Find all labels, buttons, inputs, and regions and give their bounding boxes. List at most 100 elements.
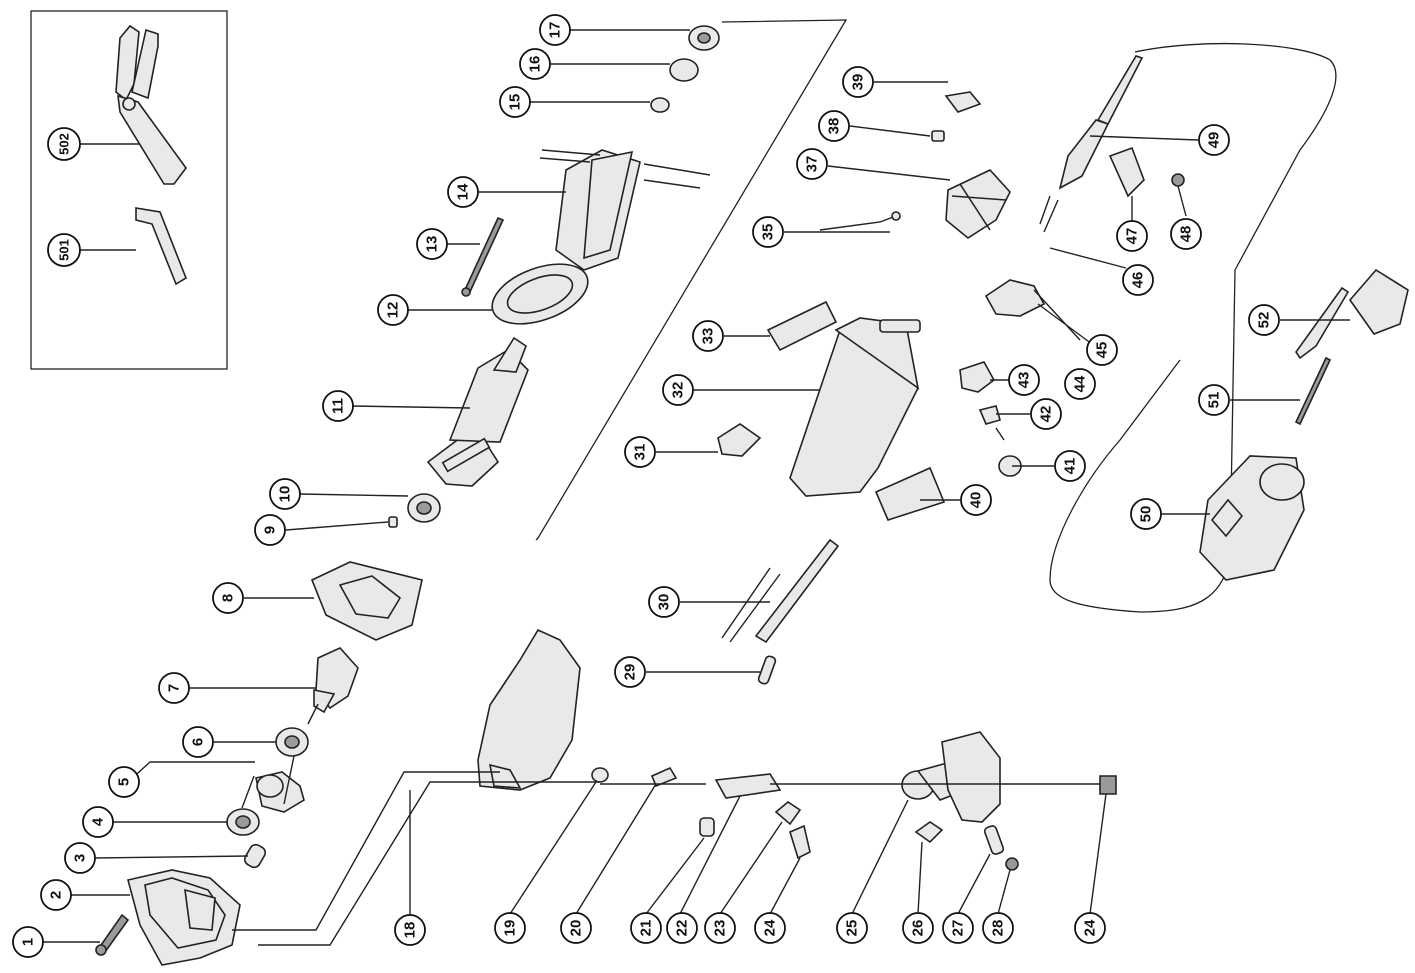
- callout-27: 27: [942, 912, 974, 944]
- callout-50: 50: [1130, 498, 1162, 530]
- callout-47: 47: [1116, 220, 1148, 252]
- cord-armor: [1039, 55, 1144, 233]
- switch-rod: [721, 538, 840, 644]
- callout-14: 14: [447, 176, 479, 208]
- wheel-guard: [477, 628, 581, 791]
- carbon-brush: [931, 130, 945, 142]
- callout-16: 16: [519, 48, 551, 80]
- depth-screw: [1099, 775, 1117, 795]
- stator: [539, 149, 711, 271]
- baffle-plate: [491, 263, 589, 325]
- callout-20: 20: [560, 912, 592, 944]
- clamp-nut: [774, 801, 802, 826]
- name-plate: [766, 300, 838, 352]
- ball-bearing-lower: [275, 727, 309, 757]
- callout-5: 5: [108, 766, 140, 798]
- tapping-screw: [1294, 356, 1332, 426]
- callout-17: 17: [539, 14, 571, 46]
- woodruff-key: [388, 516, 398, 528]
- svg-text:37: 37: [804, 156, 821, 173]
- base-clamp: [714, 773, 782, 799]
- svg-text:9: 9: [262, 526, 279, 534]
- svg-text:5: 5: [116, 778, 133, 786]
- callout-26: 26: [902, 912, 934, 944]
- cord-clip-screw: [1171, 173, 1185, 187]
- outer-flange: [941, 731, 1001, 823]
- callout-21: 21: [630, 912, 662, 944]
- callout-501: 501: [47, 233, 81, 267]
- callout-1: 1: [12, 926, 44, 958]
- plug: [1348, 268, 1409, 335]
- housing-screw: [95, 913, 130, 956]
- svg-text:46: 46: [1130, 272, 1147, 289]
- svg-text:18: 18: [402, 922, 419, 939]
- svg-text:502: 502: [57, 133, 72, 155]
- callout-24-clamp: 24: [754, 912, 786, 944]
- svg-text:32: 32: [670, 382, 687, 399]
- svg-text:48: 48: [1178, 226, 1195, 243]
- svg-text:31: 31: [632, 444, 649, 461]
- callout-33: 33: [692, 320, 724, 352]
- svg-text:26: 26: [910, 920, 927, 937]
- motor-housing: [789, 317, 921, 497]
- spanner-wrench: [115, 24, 187, 185]
- svg-text:12: 12: [385, 302, 402, 319]
- lock-nut: [914, 821, 944, 844]
- callout-12: 12: [377, 294, 409, 326]
- callout-9: 9: [254, 514, 286, 546]
- callout-43: 43: [1008, 364, 1040, 396]
- spindle-gear: [313, 647, 359, 714]
- accessory-box-frame: [30, 10, 228, 370]
- svg-text:23: 23: [712, 920, 729, 937]
- tail-cover: [959, 361, 996, 393]
- switch-lever: [717, 423, 762, 457]
- svg-text:52: 52: [1256, 312, 1273, 329]
- callout-6: 6: [182, 726, 214, 758]
- svg-text:17: 17: [547, 22, 564, 39]
- ball-bearing-armature: [407, 493, 441, 523]
- svg-text:22: 22: [674, 920, 691, 937]
- svg-text:8: 8: [220, 594, 237, 602]
- svg-text:19: 19: [502, 920, 519, 937]
- svg-text:50: 50: [1138, 506, 1155, 523]
- callout-37: 37: [796, 148, 828, 180]
- svg-text:28: 28: [990, 920, 1007, 937]
- callout-31: 31: [624, 436, 656, 468]
- svg-text:47: 47: [1124, 228, 1141, 245]
- callout-35: 35: [752, 216, 784, 248]
- callout-502: 502: [47, 127, 81, 161]
- callout-41: 41: [1054, 450, 1086, 482]
- svg-text:10: 10: [277, 486, 294, 503]
- svg-text:43: 43: [1016, 372, 1033, 389]
- callout-7: 7: [158, 672, 190, 704]
- svg-text:16: 16: [527, 56, 544, 73]
- callout-44: 44: [1064, 368, 1096, 400]
- ball-bearing-rear-outer: [688, 25, 720, 51]
- callout-51: 51: [1198, 384, 1230, 416]
- callout-25: 25: [836, 912, 868, 944]
- gear-cover-plate: [310, 561, 423, 641]
- svg-text:501: 501: [57, 239, 72, 261]
- callout-10: 10: [269, 478, 301, 510]
- svg-text:45: 45: [1094, 342, 1111, 359]
- svg-text:35: 35: [760, 224, 777, 241]
- callout-42: 42: [1030, 398, 1062, 430]
- callout-32: 32: [662, 374, 694, 406]
- callout-4: 4: [82, 806, 114, 838]
- gear-housing: [127, 869, 241, 966]
- callout-bubbles: 1 2 3 4 5 6 7 8 9 10 11 12 13 14 15 16 1…: [12, 14, 1280, 958]
- brush-cap: [944, 91, 982, 113]
- svg-text:27: 27: [950, 920, 967, 937]
- brush-holder: [945, 169, 1011, 239]
- tail-nut: [978, 405, 1005, 441]
- svg-text:4: 4: [90, 817, 107, 826]
- svg-text:13: 13: [424, 236, 441, 253]
- motor-housing-group-frame: [535, 19, 848, 541]
- callout-24-depth: 24: [1074, 912, 1106, 944]
- callout-22: 22: [666, 912, 698, 944]
- callout-23: 23: [704, 912, 736, 944]
- callout-13: 13: [416, 228, 448, 260]
- svg-text:44: 44: [1072, 375, 1089, 392]
- svg-text:7: 7: [166, 684, 183, 692]
